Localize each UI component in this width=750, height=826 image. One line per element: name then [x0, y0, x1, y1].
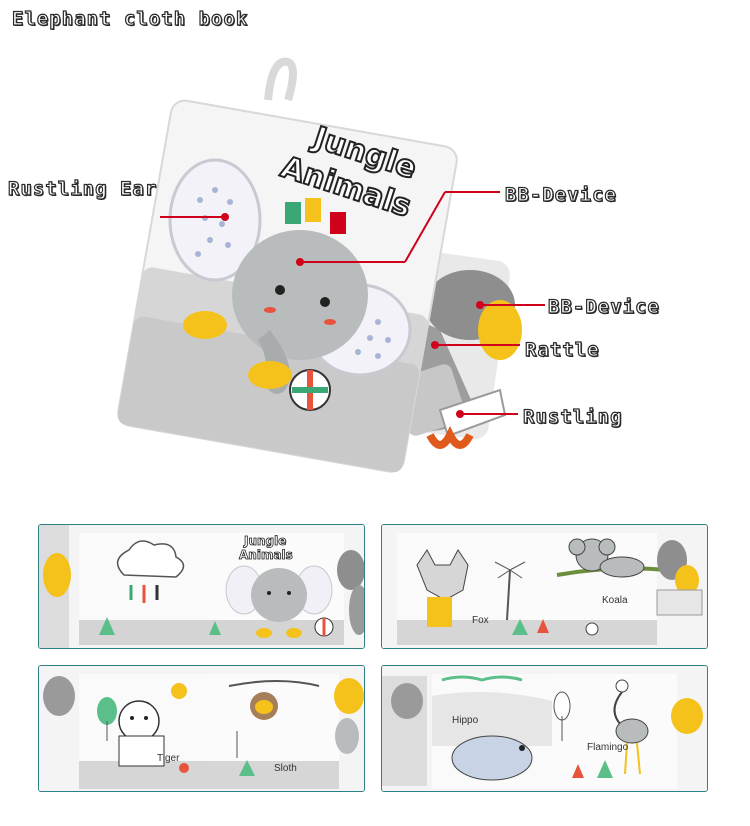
elephant-head: [232, 230, 368, 360]
panel-jungle-animals-illustration: Jungle Animals: [39, 525, 364, 648]
beach-ball: [289, 369, 331, 411]
callout-lines: [160, 191, 545, 418]
panel-jungle-animals: Jungle Animals: [38, 524, 365, 649]
ribbon-red: [330, 212, 346, 234]
label-sloth: Sloth: [274, 763, 297, 774]
panel-tiger-sloth: Tiger Sloth: [38, 665, 365, 792]
right-eye: [320, 297, 330, 307]
cloth-book-illustration: Jungle Animals: [117, 57, 545, 473]
label-fox: Fox: [472, 615, 489, 626]
panel-fox-koala-illustration: Fox Koala: [382, 525, 707, 648]
product-hero-image: Jungle Animals: [0, 40, 750, 510]
page-title: Elephant cloth book: [11, 7, 249, 30]
ribbon-yellow: [305, 198, 321, 222]
left-eye: [275, 285, 285, 295]
hanging-loop: [264, 57, 297, 102]
panel-fox-koala: Fox Koala: [381, 524, 708, 649]
callout-rustling: Rustling: [522, 405, 623, 428]
ribbon-green: [285, 202, 301, 224]
callout-bb-device-1: BB-Device: [504, 183, 617, 206]
panel-hippo-flamingo: Hippo Flamingo: [381, 665, 708, 792]
label-koala: Koala: [602, 595, 628, 606]
label-hippo: Hippo: [452, 715, 479, 726]
callout-rustling-ear: Rustling Ear: [7, 177, 158, 200]
panel1-title-line2: Animals: [239, 548, 293, 562]
label-flamingo: Flamingo: [587, 742, 629, 753]
label-tiger: Tiger: [157, 753, 180, 764]
callout-bb-device-2: BB-Device: [547, 295, 660, 318]
left-ear: [168, 158, 262, 282]
panel-tiger-sloth-illustration: Tiger Sloth: [39, 666, 364, 791]
yellow-tag: [478, 300, 522, 360]
panel1-title-line1: Jungle: [243, 534, 286, 548]
callout-rattle: Rattle: [524, 338, 600, 361]
panel-hippo-flamingo-illustration: Hippo Flamingo: [382, 666, 707, 791]
